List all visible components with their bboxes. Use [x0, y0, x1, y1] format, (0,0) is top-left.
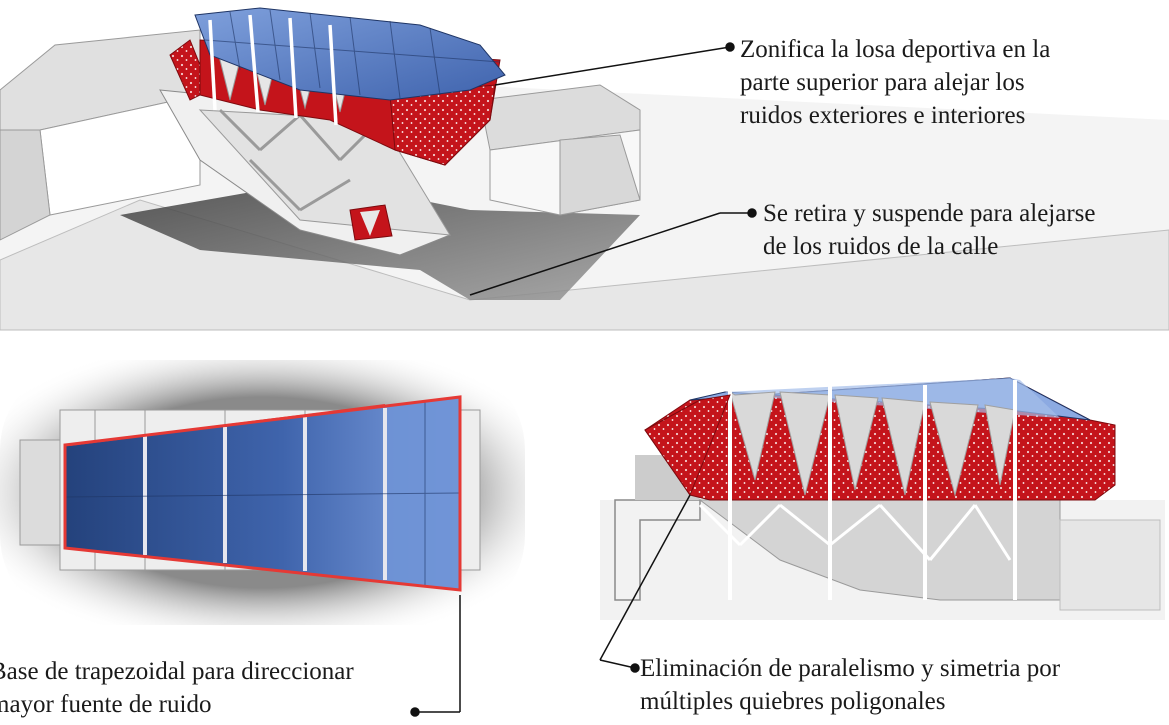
leader-lines — [410, 42, 757, 717]
annotation-middle-right: Se retira y suspende para alejarse de lo… — [763, 200, 1096, 260]
perspective-view — [0, 7, 1169, 331]
annotation-bottom-left: Base de trapezoidal para direccionar may… — [0, 658, 354, 718]
elevation-view — [600, 377, 1165, 620]
annotation-bottom-right: Eliminación de paralelismo y simetria po… — [640, 655, 1061, 715]
annotation-top-right: Zonifica la losa deportiva en la parte s… — [740, 36, 1051, 129]
plan-view — [0, 360, 525, 625]
